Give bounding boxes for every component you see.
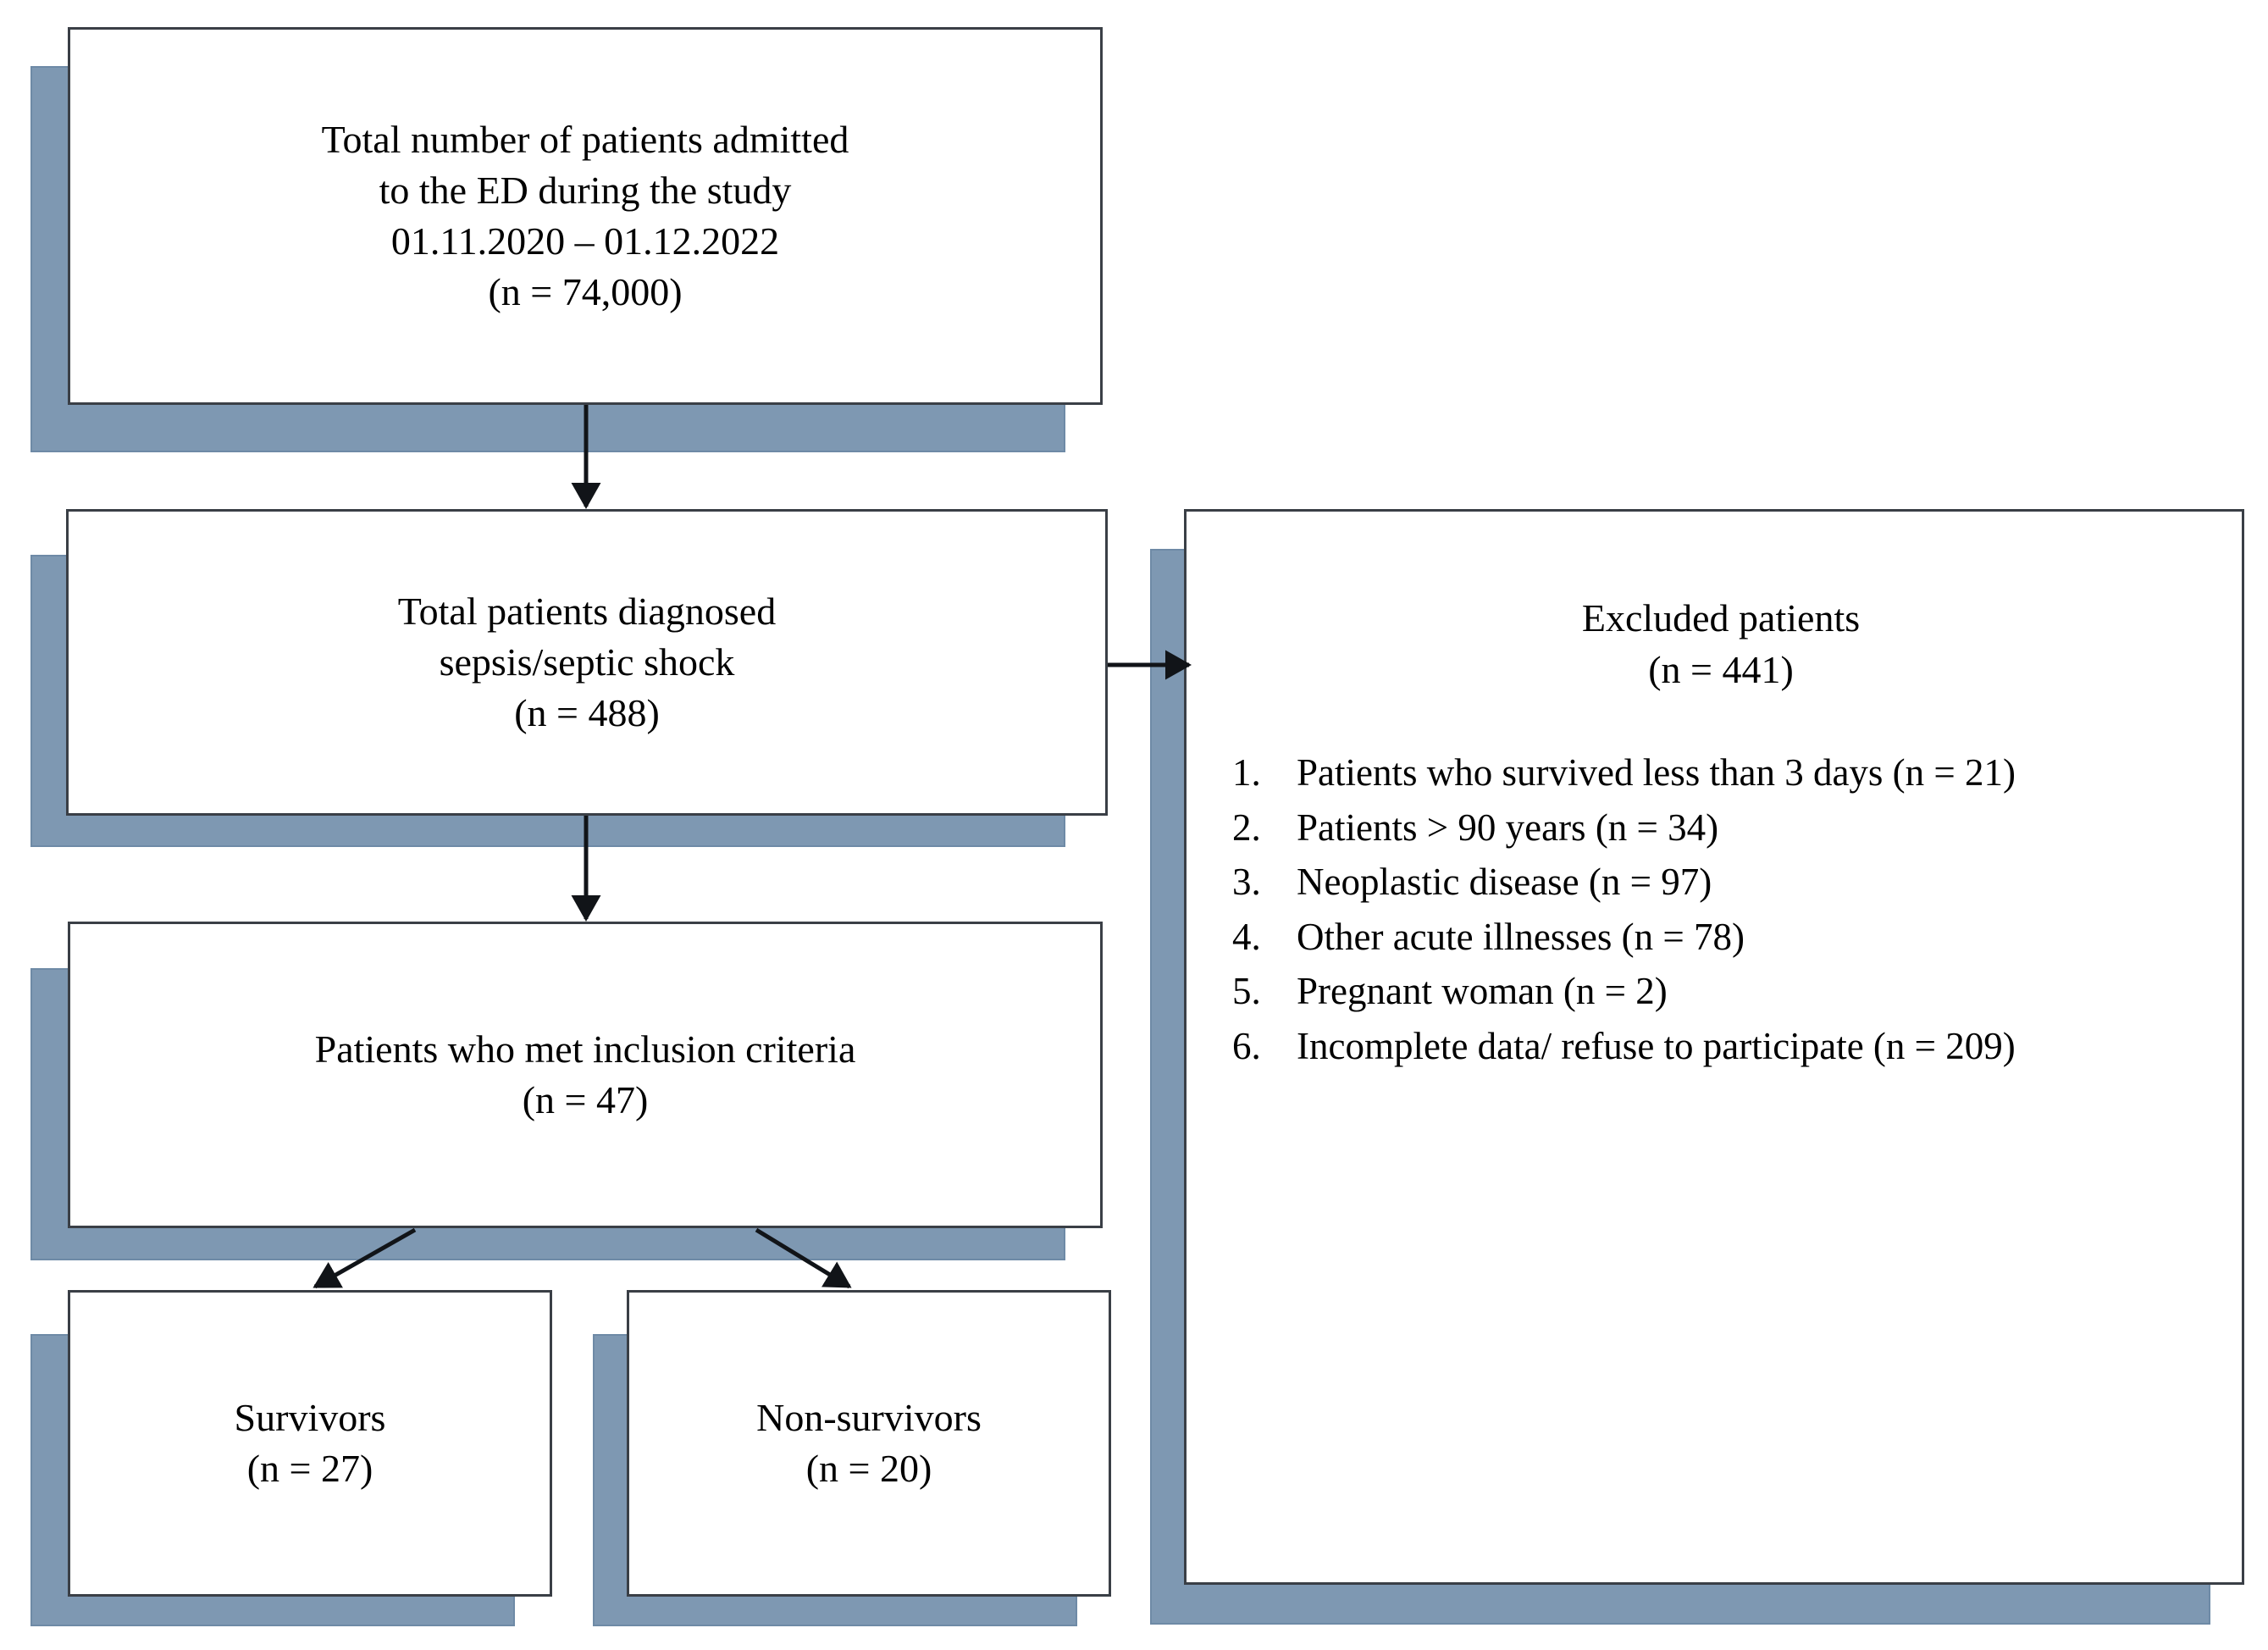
total-admitted-line-2: to the ED during the study — [379, 169, 792, 213]
excluded-reason-number: 1. — [1232, 751, 1261, 795]
excluded-title-line-1: Excluded patients — [1581, 596, 1861, 640]
survivors-line-1: Survivors — [234, 1396, 386, 1440]
non-survivors-line-2: (n = 20) — [805, 1447, 932, 1490]
non-survivors-line-1: Non-survivors — [756, 1396, 982, 1440]
excluded-reason-number: 2. — [1232, 806, 1261, 849]
excluded-reason-text: Incomplete data/ refuse to participate (… — [1297, 1024, 2016, 1067]
excluded-reason-item: 6. Incomplete data/ refuse to participat… — [1232, 1022, 2210, 1071]
node-total-admitted: Total number of patients admitted to the… — [68, 27, 1103, 405]
met-inclusion-line-1: Patients who met inclusion criteria — [314, 1027, 856, 1071]
excluded-reason-text: Pregnant woman (n = 2) — [1297, 970, 1668, 1013]
excluded-reason-item: 3. Neoplastic disease (n = 97) — [1232, 857, 2210, 907]
total-diagnosed-line-2: sepsis/septic shock — [439, 640, 735, 684]
total-admitted-line-4: (n = 74,000) — [488, 269, 683, 313]
excluded-title-line-2: (n = 441) — [1648, 647, 1794, 691]
excluded-reason-text: Other acute illnesses (n = 78) — [1297, 915, 1745, 958]
total-admitted-line-3: 01.11.2020 – 01.12.2022 — [390, 219, 780, 263]
excluded-reason-text: Patients > 90 years (n = 34) — [1297, 806, 1719, 849]
node-excluded-patients: Excluded patients (n = 441) 1. Patients … — [1184, 509, 2244, 1585]
excluded-reason-item: 5. Pregnant woman (n = 2) — [1232, 966, 2210, 1016]
excluded-reason-item: 4. Other acute illnesses (n = 78) — [1232, 912, 2210, 962]
total-admitted-line-1: Total number of patients admitted — [321, 118, 849, 162]
excluded-reason-item: 2. Patients > 90 years (n = 34) — [1232, 803, 2210, 853]
node-survivors: Survivors (n = 27) — [68, 1290, 552, 1597]
excluded-patients-title: Excluded patients (n = 441) — [1232, 593, 2210, 695]
node-total-diagnosed: Total patients diagnosed sepsis/septic s… — [66, 509, 1108, 816]
total-diagnosed-line-3: (n = 488) — [514, 690, 660, 734]
node-met-inclusion-criteria: Patients who met inclusion criteria (n =… — [68, 922, 1103, 1228]
survivors-line-2: (n = 27) — [246, 1447, 373, 1490]
excluded-reason-item: 1. Patients who survived less than 3 day… — [1232, 748, 2210, 798]
excluded-reason-text: Neoplastic disease (n = 97) — [1297, 861, 1712, 904]
total-diagnosed-line-1: Total patients diagnosed — [397, 590, 777, 634]
excluded-reason-number: 5. — [1232, 970, 1261, 1013]
excluded-reason-number: 6. — [1232, 1024, 1261, 1067]
excluded-reason-number: 4. — [1232, 915, 1261, 958]
excluded-reason-text: Patients who survived less than 3 days (… — [1297, 751, 2016, 795]
excluded-reason-number: 3. — [1232, 861, 1261, 904]
excluded-reasons-list: 1. Patients who survived less than 3 day… — [1232, 748, 2210, 1076]
node-non-survivors: Non-survivors (n = 20) — [627, 1290, 1111, 1597]
met-inclusion-line-2: (n = 47) — [522, 1078, 649, 1121]
